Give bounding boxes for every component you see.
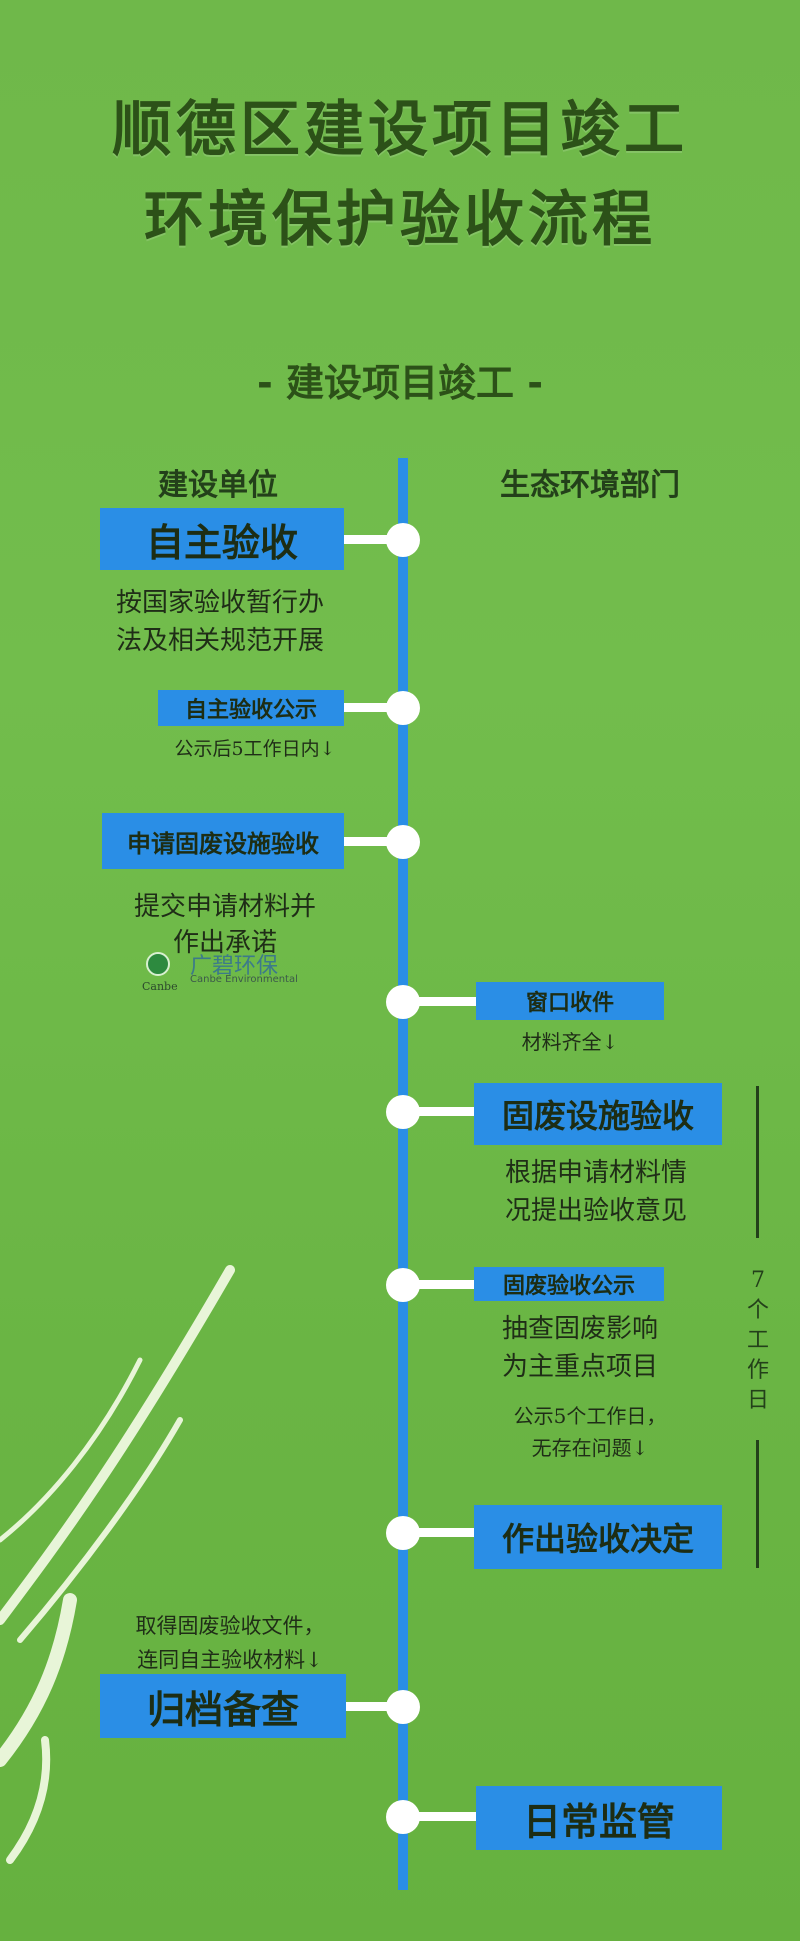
page-subtitle: - 建设项目竣工 - bbox=[256, 361, 543, 405]
step-desc-line: 材料齐全↓ bbox=[521, 1030, 619, 1054]
connector bbox=[408, 1107, 474, 1116]
column-heading-right: 生态环境部门 bbox=[500, 468, 680, 503]
duration-char: 作 bbox=[746, 1358, 769, 1383]
duration-char: 工 bbox=[746, 1328, 769, 1353]
step-solid-waste-publicity: 固废验收公示 bbox=[474, 1267, 664, 1301]
timeline-line bbox=[398, 458, 408, 1890]
connector bbox=[408, 1812, 476, 1821]
connector bbox=[408, 1528, 474, 1537]
step-note-line: 取得固废验收文件， bbox=[135, 1614, 325, 1638]
duration-char: 个 bbox=[746, 1298, 769, 1323]
connector bbox=[408, 1280, 474, 1289]
decorative-swirl bbox=[0, 1265, 235, 1864]
step-solid-waste-acceptance: 固废设施验收 bbox=[474, 1083, 722, 1145]
connector bbox=[346, 1702, 398, 1711]
timeline-node bbox=[386, 1690, 420, 1724]
step-note-line: 连同自主验收材料↓ bbox=[137, 1648, 323, 1672]
step-desc-line: 作出承诺 bbox=[172, 928, 277, 958]
duration-label: 7 个 工 作 日 bbox=[746, 1266, 770, 1416]
duration-bracket-top bbox=[756, 1086, 759, 1238]
brand-logo: 广碧环保 Canbe Environmental Canbe bbox=[142, 952, 298, 993]
step-self-publicity: 自主验收公示 bbox=[158, 690, 344, 726]
timeline-node bbox=[386, 691, 420, 725]
step-desc-line: 根据申请材料情 bbox=[504, 1158, 687, 1188]
step-desc-line: 抽查固废影响 bbox=[501, 1314, 658, 1344]
step-note-line: 公示5个工作日， bbox=[513, 1404, 667, 1428]
step-supervision: 日常监管 bbox=[476, 1786, 722, 1850]
logo-mark: Canbe bbox=[142, 980, 178, 993]
duration-bracket-bottom bbox=[756, 1440, 759, 1568]
column-heading-left: 建设单位 bbox=[158, 468, 278, 503]
step-self-acceptance: 自主验收 bbox=[100, 508, 344, 570]
globe-icon bbox=[146, 952, 170, 976]
duration-char: 7 bbox=[751, 1268, 765, 1293]
step-desc-line: 况提出验收意见 bbox=[504, 1196, 687, 1226]
page-title-line1: 顺德区建设项目竣工 bbox=[112, 95, 688, 165]
step-apply-solid-waste: 申请固废设施验收 bbox=[102, 813, 344, 869]
connector bbox=[344, 535, 398, 544]
page-title-line2: 环境保护验收流程 bbox=[144, 185, 656, 255]
connector bbox=[344, 703, 398, 712]
step-window-receipt: 窗口收件 bbox=[476, 982, 664, 1020]
connector bbox=[408, 997, 476, 1006]
step-desc-line: 为主重点项目 bbox=[501, 1352, 658, 1382]
timeline-node bbox=[386, 523, 420, 557]
step-archive: 归档备查 bbox=[100, 1674, 346, 1738]
logo-name: 广碧环保 bbox=[190, 954, 279, 979]
duration-char: 日 bbox=[746, 1388, 769, 1413]
step-desc-line: 法及相关规范开展 bbox=[115, 626, 324, 656]
step-decision: 作出验收决定 bbox=[474, 1505, 722, 1569]
logo-english: Canbe Environmental bbox=[190, 974, 298, 985]
timeline-node bbox=[386, 825, 420, 859]
connector bbox=[344, 837, 398, 846]
step-desc-line: 公示后5工作日内↓ bbox=[174, 738, 336, 760]
step-desc-line: 提交申请材料并 bbox=[133, 892, 316, 922]
step-note-line: 无存在问题↓ bbox=[531, 1436, 649, 1460]
step-desc-line: 按国家验收暂行办 bbox=[115, 588, 324, 618]
